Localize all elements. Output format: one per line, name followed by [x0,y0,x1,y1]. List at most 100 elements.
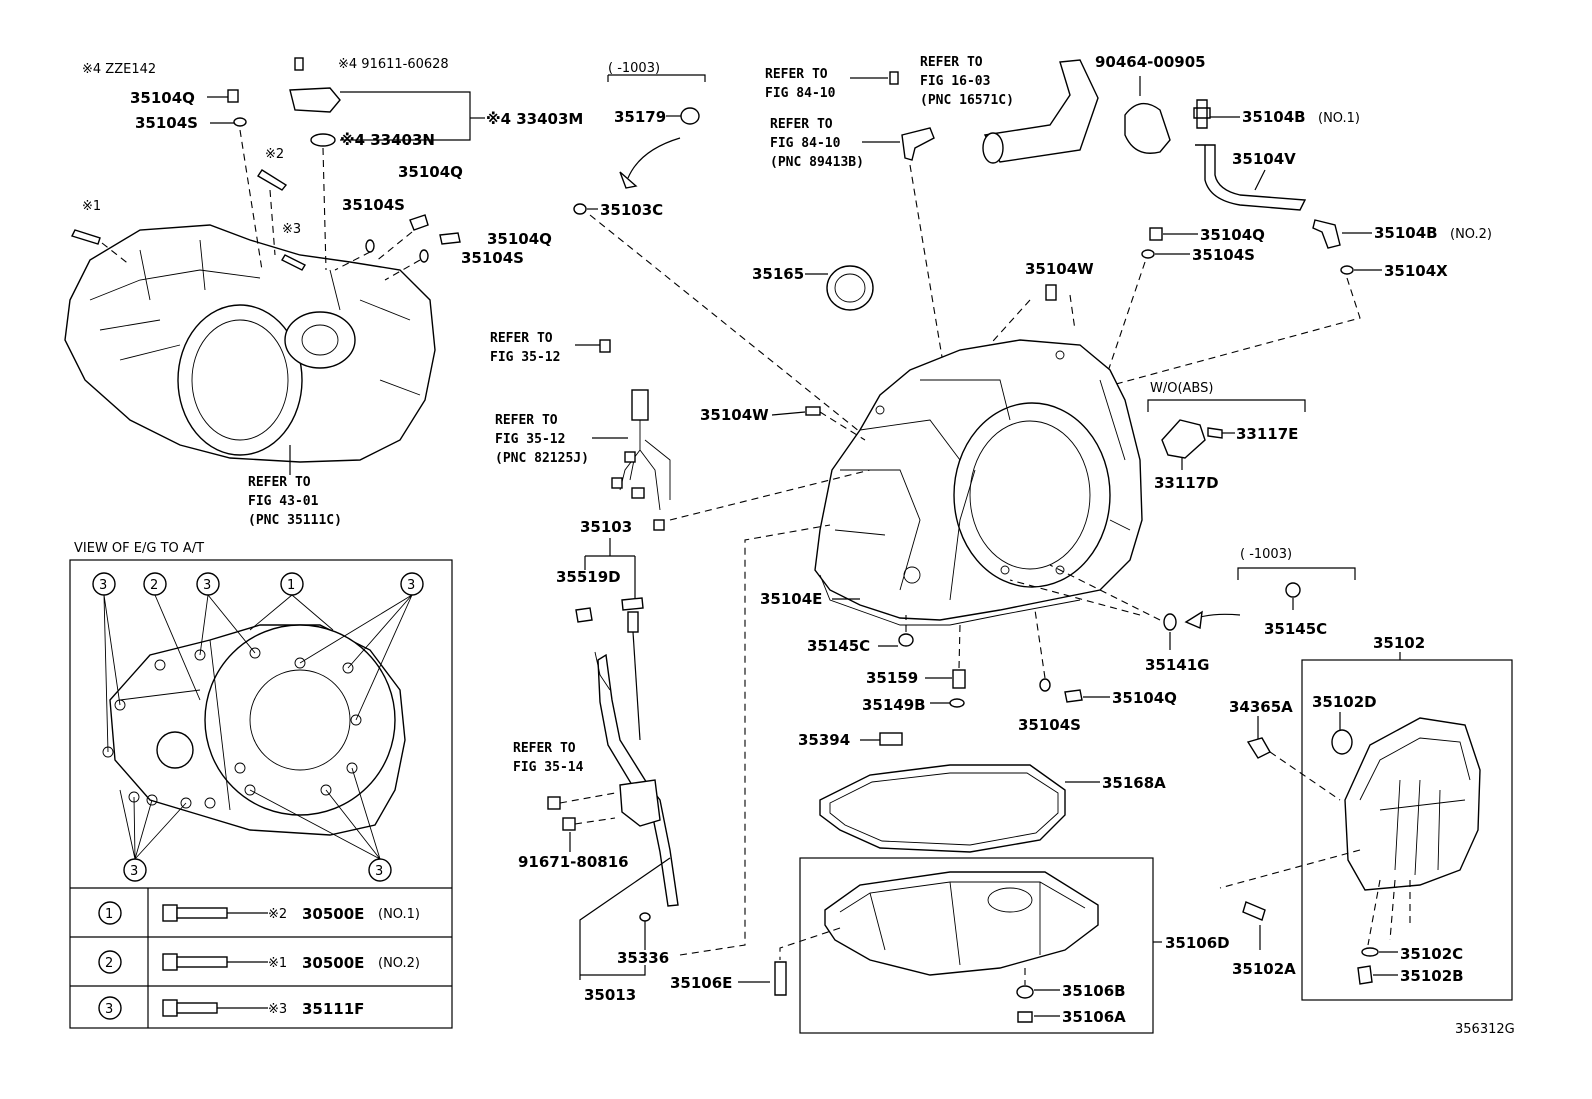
sleeve-icon [952,669,966,689]
part-90464-00905: 90464-00905 [1095,53,1206,71]
date-range-right: ( -1003) [1240,547,1292,562]
svg-text:(NO.1): (NO.1) [1318,111,1360,126]
drain-plug-icon [1017,1011,1033,1023]
fitting-icon [1193,99,1211,129]
svg-text:(NO.1): (NO.1) [378,907,420,922]
bracket-icon [1161,419,1206,459]
svg-text:FIG 35-12: FIG 35-12 [495,432,565,447]
part-35104v: 35104V [1232,150,1296,168]
part-35104e: 35104E [760,590,822,608]
svg-text:FIG 16-03: FIG 16-03 [920,74,990,89]
oil-seal-icon [826,265,874,311]
part-35104q: 35104Q [130,89,195,107]
svg-text:(NO.2): (NO.2) [1450,227,1492,242]
part-35145c: 35145C [1264,620,1327,638]
part-35104b-no1: 35104B [1242,108,1306,126]
svg-text:※3: ※3 [268,1002,287,1017]
svg-text:(PNC 16571C): (PNC 16571C) [920,93,1014,108]
hose-clamp-icon [1124,102,1171,154]
fitting-icon [1312,219,1341,249]
svg-text:REFER TO: REFER TO [920,55,983,70]
svg-text:REFER TO: REFER TO [495,413,558,428]
part-35102a: 35102A [1232,960,1296,978]
bolt-icon [599,339,611,353]
part-35106d: 35106D [1165,934,1230,952]
plug-icon [680,107,700,125]
legend-row-3: 3 ※3 35111F [98,996,364,1020]
svg-text:FIG 35-14: FIG 35-14 [513,760,584,775]
reference-fig-43-01: REFER TO FIG 43-01 (PNC 35111C) [248,475,342,528]
pin-icon [805,406,821,416]
part-35103: 35103 [580,518,632,536]
part-35104s: 35104S [461,249,524,267]
bolt-icon [774,961,787,996]
bolt-icon [889,71,899,85]
date-range-top: ( -1003) [608,61,660,76]
svg-text:2: 2 [105,956,113,971]
svg-text:※2: ※2 [268,907,287,922]
view-title: VIEW OF E/G TO A/T [74,541,204,556]
part-35104q: 35104Q [487,230,552,248]
part-35394: 35394 [798,731,850,749]
bolt-icon [547,796,561,810]
svg-text:(PNC 89413B): (PNC 89413B) [770,155,864,170]
bolt-icon [71,57,461,271]
svg-text:REFER TO: REFER TO [490,331,553,346]
part-35104q: 35104Q [1112,689,1177,707]
bolt-icon [562,817,576,831]
part-91671-80816: 91671-80816 [518,853,629,871]
arrow-icon [627,137,681,179]
part-35141g: 35141G [1145,656,1210,674]
part-35104b-no2: 35104B [1374,224,1438,242]
clip-icon [1246,737,1271,759]
vent-hose-icon [1195,144,1307,211]
part-35104w: 35104W [1025,260,1094,278]
oil-filler-tube-icon [594,651,679,907]
svg-text:3: 3 [99,578,107,593]
svg-text:30500E: 30500E [302,905,364,923]
legend-row-2: 2 ※1 30500E (NO.2) [98,950,420,974]
hose-icon [983,59,1099,163]
svg-text:35111F: 35111F [302,1000,364,1018]
svg-text:REFER TO: REFER TO [513,741,576,756]
bolt-icon [1149,227,1163,241]
part-35104s: 35104S [342,196,405,214]
footnote-mark-3: ※3 [282,222,301,237]
plug-icon [1331,729,1353,755]
part-35519d: 35519D [556,568,621,586]
reference-fig-35-14: REFER TO FIG 35-14 [513,741,584,775]
part-35013: 35013 [584,986,636,1004]
part-35102b: 35102B [1400,967,1464,985]
diagram-id: 356312G [1455,1022,1515,1037]
part-35336: 35336 [617,949,669,967]
transaxle-case-drawing [814,339,1143,626]
wire-harness-icon [611,389,671,531]
gasket-icon [1016,985,1034,999]
part-33403n: ※4 33403N [340,131,435,149]
svg-text:3: 3 [130,864,138,879]
part-35104s: 35104S [135,114,198,132]
part-34365a: 34365A [1229,698,1293,716]
plug-icon [1285,582,1301,598]
part-35149b: 35149B [862,696,926,714]
part-35104q: 35104Q [1200,226,1265,244]
reference-fig-35-12: REFER TO FIG 35-12 [490,331,560,365]
reference-fig-35-12-harness: REFER TO FIG 35-12 (PNC 82125J) [495,413,589,466]
part-35102: 35102 [1373,634,1425,652]
reference-fig-16-03: REFER TO FIG 16-03 (PNC 16571C) [920,55,1014,108]
view-housing-drawing [102,624,406,836]
speed-sensor-icon [901,127,935,161]
svg-text:FIG 43-01: FIG 43-01 [248,494,319,509]
svg-text:1: 1 [287,578,295,593]
reference-fig-84-10: REFER TO FIG 84-10 [765,67,836,101]
svg-text:FIG 84-10: FIG 84-10 [765,86,836,101]
reference-fig-84-10-sensor: REFER TO FIG 84-10 (PNC 89413B) [770,117,864,170]
transmission-housing-drawing [64,224,436,463]
bolt-icon [1242,901,1266,921]
part-35102d: 35102D [1312,693,1377,711]
part-91611-60628: ※4 91611-60628 [338,57,449,72]
dipstick-guide-cap-icon [575,607,593,623]
view-callouts: 3 2 3 1 3 3 3 [92,572,424,882]
part-33117e: 33117E [1236,425,1298,443]
